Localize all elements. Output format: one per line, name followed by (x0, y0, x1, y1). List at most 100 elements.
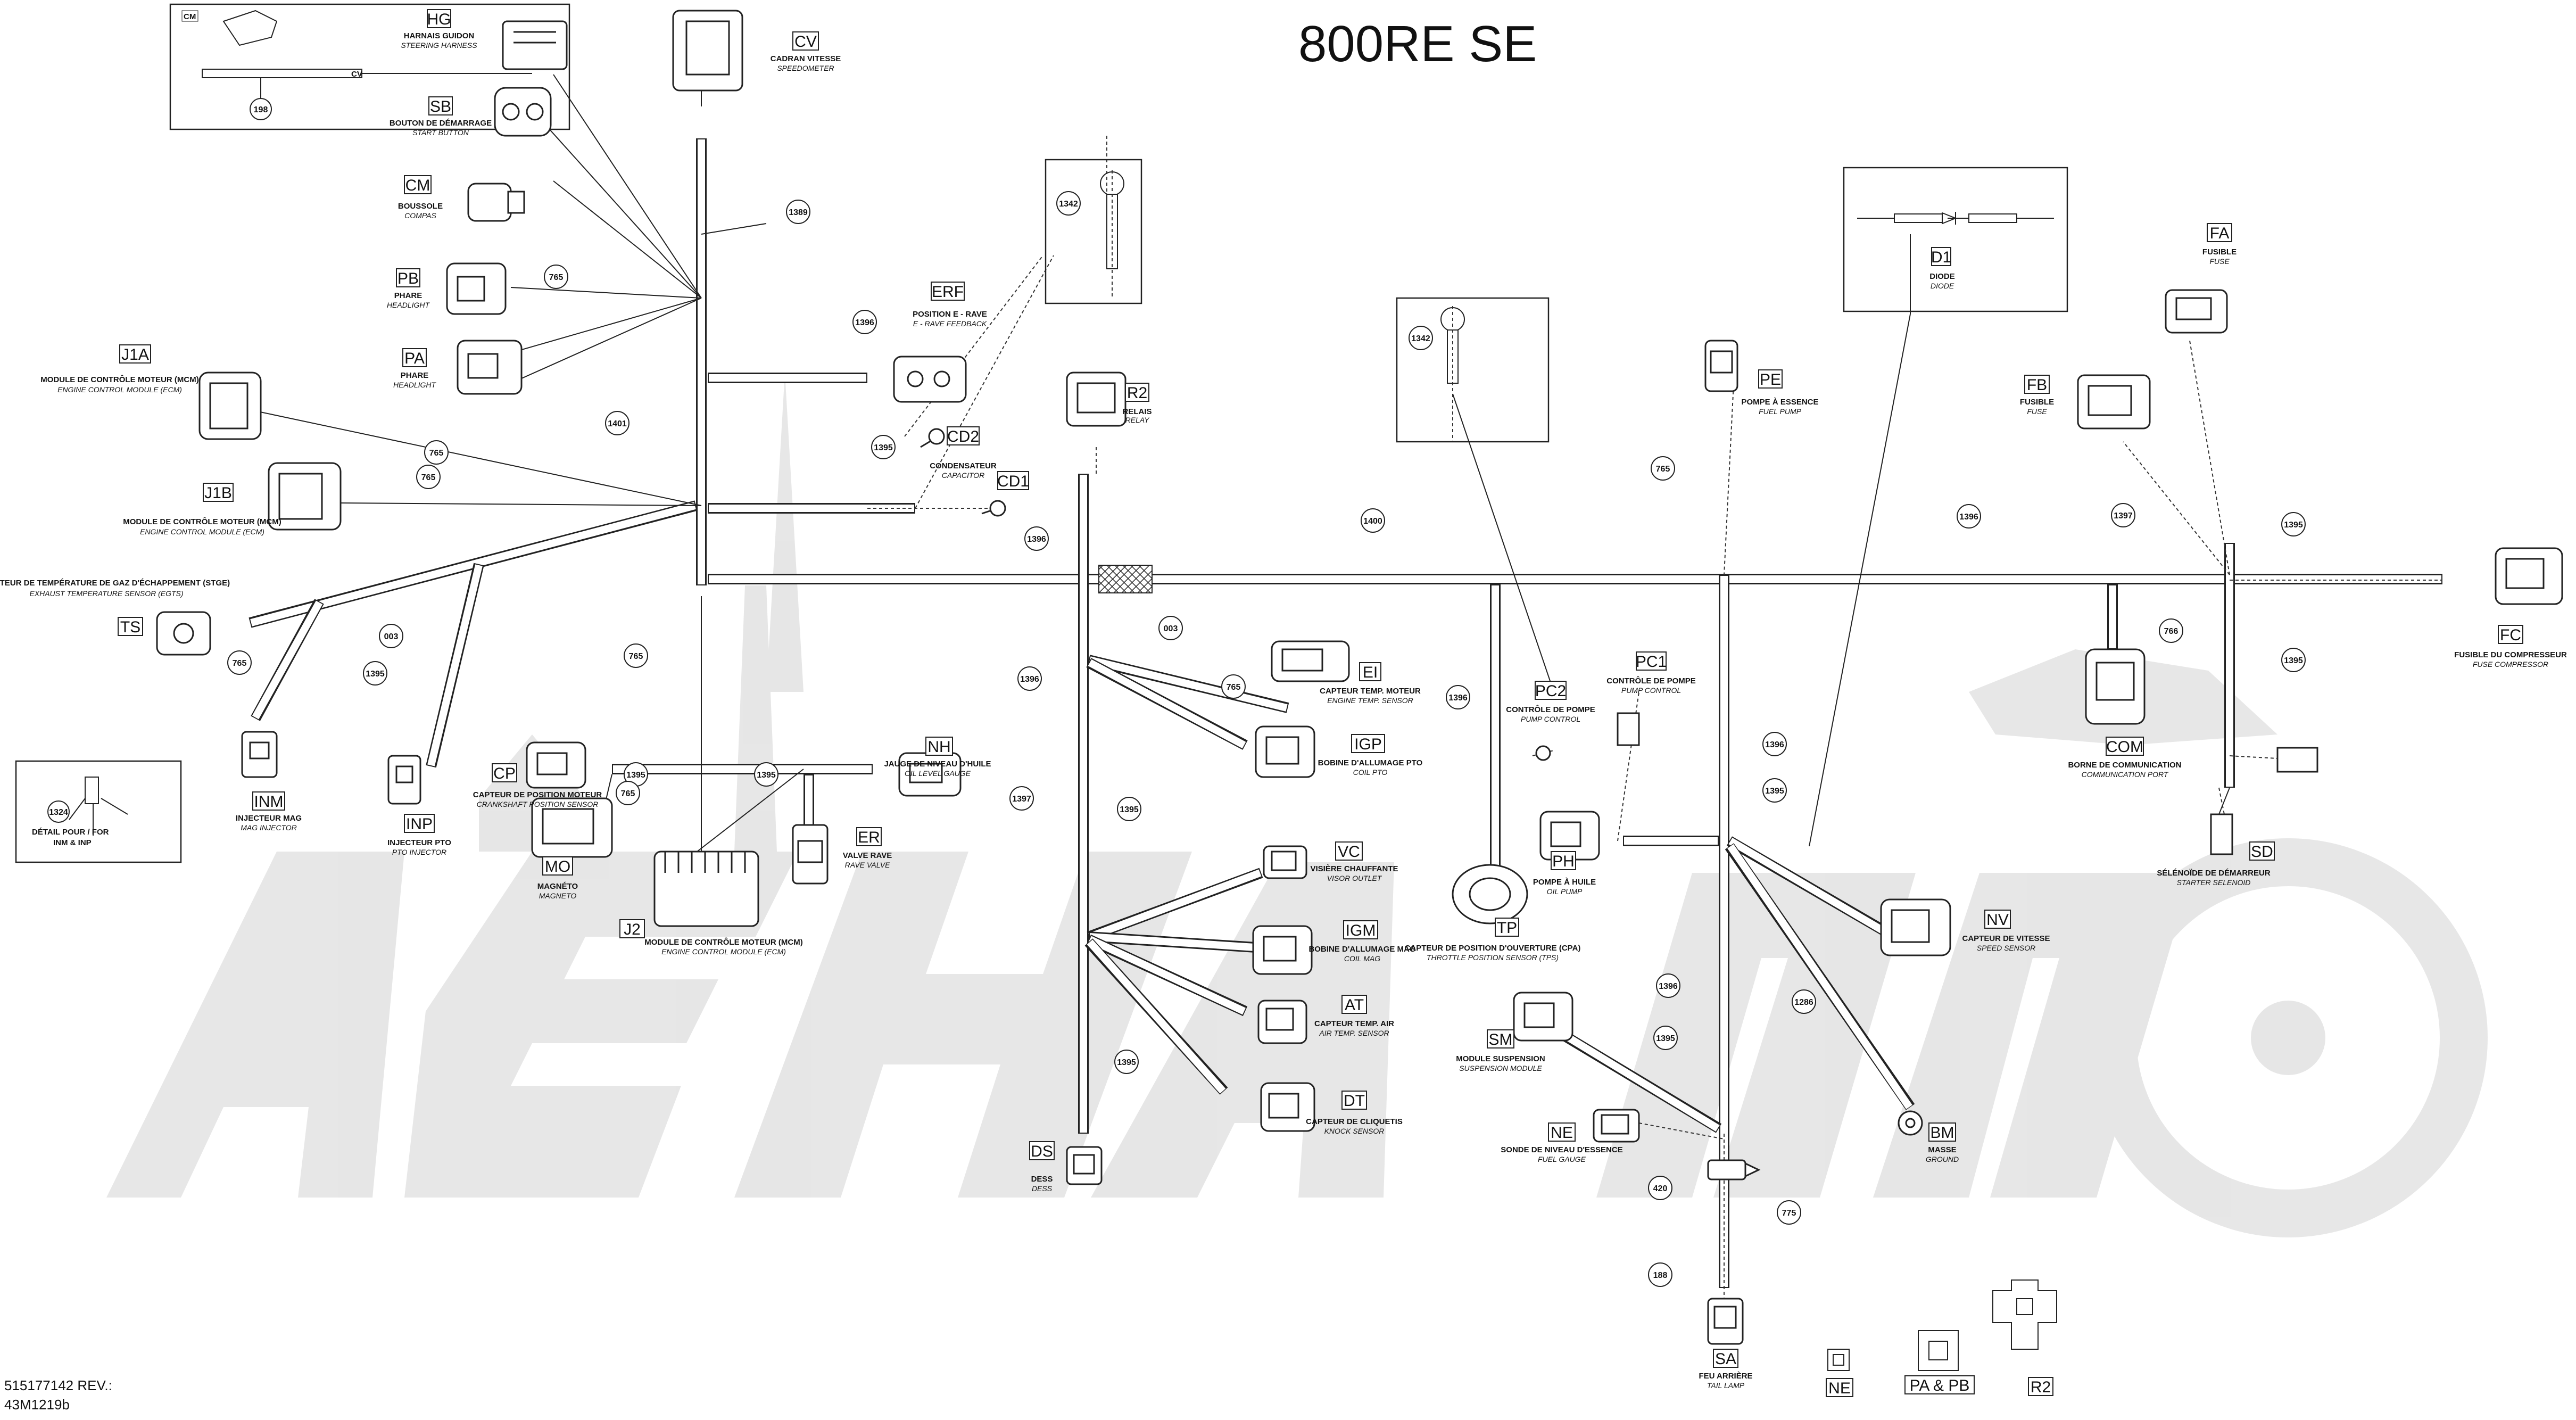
bubble: 1395 (363, 661, 387, 686)
svg-text:CAPTEUR TEMP. MOTEUR: CAPTEUR TEMP. MOTEUR (1320, 687, 1421, 696)
svg-text:DIODE: DIODE (1931, 282, 1954, 290)
bubble: 1397 (2111, 503, 2135, 527)
label-com: COM BORNE DE COMMUNICATIONCOMMUNICATION … (2068, 737, 2182, 779)
bubble: 1396 (1957, 504, 1981, 529)
svg-text:START BUTTON: START BUTTON (412, 128, 469, 137)
svg-text:SONDE DE NIVEAU D'ESSENCE: SONDE DE NIVEAU D'ESSENCE (1501, 1145, 1622, 1154)
svg-text:VISIÈRE CHAUFFANTE: VISIÈRE CHAUFFANTE (1310, 864, 1398, 873)
svg-text:MAGNETO: MAGNETO (539, 891, 577, 900)
svg-text:E - RAVE FEEDBACK: E - RAVE FEEDBACK (913, 319, 987, 328)
connector-vc-icon (1263, 845, 1307, 879)
svg-text:FEU ARRIÈRE: FEU ARRIÈRE (1699, 1372, 1752, 1381)
bubble: 003 (379, 624, 403, 648)
svg-text:1342: 1342 (1411, 334, 1430, 343)
bubble: 765 (424, 440, 449, 465)
legend-pa-pb: PA & PB (1904, 1330, 1975, 1394)
svg-text:1401: 1401 (608, 419, 627, 428)
svg-text:CONTRÔLE DE POMPE: CONTRÔLE DE POMPE (1606, 676, 1696, 686)
svg-text:NE: NE (1551, 1124, 1573, 1142)
svg-text:STARTER SELENOID: STARTER SELENOID (2177, 878, 2251, 887)
connector-bm-icon (1898, 1110, 1923, 1136)
svg-text:003: 003 (384, 632, 399, 641)
svg-text:FUSE: FUSE (2027, 407, 2047, 416)
svg-text:KNOCK SENSOR: KNOCK SENSOR (1324, 1127, 1385, 1135)
detail-box-ring-left: 1342 (1045, 159, 1142, 304)
connector-sm-icon (1513, 992, 1573, 1042)
svg-text:1396: 1396 (1959, 513, 1978, 522)
svg-text:MODULE DE CONTRÔLE MOTEUR (MCM: MODULE DE CONTRÔLE MOTEUR (MCM) (644, 937, 802, 947)
connector-ei-icon (1271, 640, 1350, 682)
svg-text:BOUTON DE DÉMARRAGE: BOUTON DE DÉMARRAGE (390, 119, 492, 128)
svg-text:PHARE: PHARE (401, 371, 429, 380)
svg-text:COIL MAG: COIL MAG (1344, 954, 1380, 963)
svg-text:NV: NV (1986, 911, 2009, 929)
svg-text:1396: 1396 (1027, 535, 1046, 544)
connector-cd2-icon (920, 428, 945, 448)
bubble: 765 (544, 265, 568, 289)
svg-text:COMMUNICATION PORT: COMMUNICATION PORT (2082, 770, 2169, 779)
svg-text:INM & INP: INM & INP (53, 838, 92, 847)
bubble: 1396 (1762, 732, 1787, 756)
svg-text:1342: 1342 (1059, 200, 1078, 209)
connector-inp-icon (387, 755, 421, 805)
connector-ds-icon (1066, 1146, 1103, 1185)
svg-text:THROTTLE POSITION SENSOR (TPS): THROTTLE POSITION SENSOR (TPS) (1427, 953, 1559, 962)
drawing-id: 43M1219b (4, 1397, 70, 1413)
svg-text:SD: SD (2251, 843, 2273, 861)
bubble: 1396 (1446, 685, 1470, 709)
svg-text:1389: 1389 (789, 208, 808, 217)
connector-inm-icon (241, 731, 278, 778)
svg-text:DESS: DESS (1031, 1175, 1053, 1184)
splice-420-icon (1707, 1159, 1761, 1180)
svg-text:BORNE DE COMMUNICATION: BORNE DE COMMUNICATION (2068, 761, 2181, 770)
svg-text:HEADLIGHT: HEADLIGHT (387, 301, 430, 309)
svg-text:DT: DT (1344, 1092, 1365, 1110)
svg-text:1395: 1395 (2284, 656, 2303, 665)
svg-text:1395: 1395 (366, 670, 385, 679)
bubble: 765 (616, 781, 640, 805)
svg-text:1397: 1397 (2114, 511, 2133, 521)
svg-text:CV: CV (794, 33, 817, 51)
svg-text:RELAY: RELAY (1125, 416, 1150, 424)
connector-igp-icon (1255, 725, 1315, 778)
connector-tp-icon (1452, 864, 1528, 924)
svg-text:ERF: ERF (932, 283, 964, 301)
svg-text:OIL PUMP: OIL PUMP (1547, 887, 1583, 896)
svg-text:765: 765 (629, 652, 643, 661)
svg-text:CAPTEUR DE VITESSE: CAPTEUR DE VITESSE (1962, 934, 2050, 943)
svg-text:1396: 1396 (1448, 694, 1468, 703)
svg-text:FUSE COMPRESSOR: FUSE COMPRESSOR (2473, 660, 2548, 668)
svg-text:MAGNÉTO: MAGNÉTO (537, 882, 578, 891)
svg-text:SPEED SENSOR: SPEED SENSOR (1977, 944, 2035, 952)
label-cp: CP CAPTEUR DE POSITION MOTEURCRANKSHAFT … (473, 763, 602, 808)
svg-text:CP: CP (493, 765, 516, 782)
svg-text:DESS: DESS (1032, 1184, 1053, 1193)
svg-text:TAIL LAMP: TAIL LAMP (1707, 1381, 1745, 1390)
svg-text:188: 188 (1653, 1271, 1668, 1280)
svg-text:RELAIS: RELAIS (1122, 407, 1152, 416)
svg-text:1395: 1395 (1117, 1058, 1136, 1067)
connector-glyphs (156, 10, 2563, 1345)
connector-ne-icon (1593, 1109, 1640, 1143)
svg-text:CRANKSHAFT POSITION SENSOR: CRANKSHAFT POSITION SENSOR (477, 800, 599, 808)
svg-text:CAPTEUR TEMP. AIR: CAPTEUR TEMP. AIR (1314, 1019, 1394, 1028)
svg-text:198: 198 (254, 105, 268, 114)
bubble: 1395 (2281, 648, 2306, 672)
diagram-title: 800RE SE (1298, 15, 1537, 72)
svg-text:FUEL GAUGE: FUEL GAUGE (1538, 1155, 1586, 1163)
svg-text:CONTRÔLE DE POMPE: CONTRÔLE DE POMPE (1506, 705, 1595, 714)
svg-text:CM: CM (405, 177, 430, 194)
